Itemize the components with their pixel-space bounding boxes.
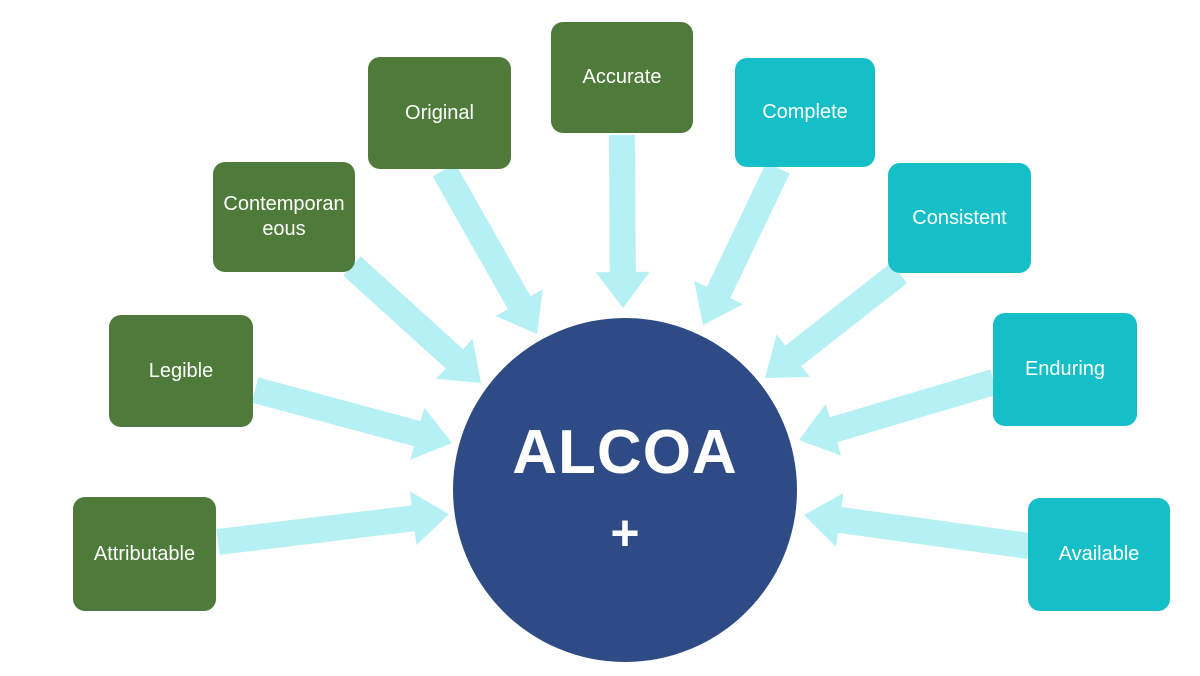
node-original: Original: [368, 57, 511, 169]
arrow-attributable-to-center: [216, 491, 449, 555]
node-original-label: Original: [405, 101, 474, 124]
node-available-label: Available: [1058, 543, 1140, 565]
center-circle: ALCOA +: [453, 318, 797, 662]
arrow-consistent-to-center: [765, 262, 907, 378]
node-contemporaneous: Contemporaneous: [213, 162, 355, 272]
node-accurate: Accurate: [551, 22, 693, 133]
center-circle-plus: +: [610, 505, 640, 561]
arrow-complete-to-center: [694, 162, 790, 325]
node-complete: Complete: [735, 58, 875, 167]
node-consistent: Consistent: [888, 163, 1031, 273]
node-attributable: Attributable: [73, 497, 216, 611]
arrow-contemporaneous-to-center: [343, 256, 481, 383]
node-enduring: Enduring: [993, 313, 1137, 426]
arrow-original-to-center: [432, 163, 543, 334]
arrow-legible-to-center: [251, 377, 452, 460]
node-available: Available: [1028, 498, 1170, 611]
node-enduring-label: Enduring: [1024, 358, 1106, 380]
node-legible: Legible: [109, 315, 253, 427]
node-complete-label: Complete: [762, 101, 848, 123]
node-accurate-label: Accurate: [582, 66, 662, 88]
node-consistent-label: Consistent: [912, 206, 1007, 229]
node-legible-label: Legible: [148, 359, 214, 382]
arrow-enduring-to-center: [799, 369, 998, 456]
arrow-available-to-center: [804, 493, 1031, 559]
center-circle-title: ALCOA: [512, 418, 738, 487]
arrow-accurate-to-center: [595, 134, 650, 308]
node-attributable-label: Attributable: [93, 542, 196, 565]
node-contemporaneous-label: Contemporaneous: [223, 193, 345, 240]
